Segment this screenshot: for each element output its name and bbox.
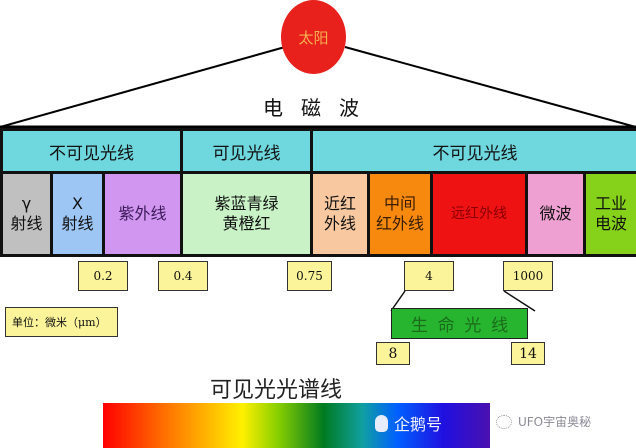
band-label: 中间 (383, 194, 416, 213)
life-ray-max: 14 (511, 342, 545, 365)
life-ray-char: 光 (464, 316, 482, 336)
diagram-title: 电磁波 (263, 96, 377, 120)
band-label: 工业 (594, 194, 627, 213)
life-ray-char: 生 (410, 316, 428, 336)
boundary-value: 0.75 (287, 261, 332, 291)
life-ray-char: 命 (437, 316, 455, 336)
watermark: 企鹅号 (375, 411, 442, 435)
band-label: 紫蓝青绿 (214, 194, 279, 213)
sun-circle: 太阳 (281, 0, 346, 74)
unit-label: 单位：微米（μm） (5, 307, 118, 337)
band-visible: 紫蓝青绿黄橙红 (180, 171, 313, 257)
band-near-infrared: 近红外线 (310, 171, 370, 257)
watermark-text: 企鹅号 (394, 415, 443, 434)
band-microwave: 微波 (525, 171, 586, 257)
category-visible: 可见光线 (180, 128, 313, 174)
spectrum-title: 可见光光谱线 (210, 378, 343, 403)
band-label: 射线 (10, 214, 43, 233)
penguin-icon (375, 414, 388, 432)
boundary-value: 1000 (503, 261, 553, 291)
boundary-value: 4 (404, 261, 454, 291)
band-industrial-radio: 工业电波 (583, 171, 636, 257)
band-label: 射线 (61, 214, 94, 233)
life-ray-min: 8 (376, 342, 410, 365)
band-ultraviolet: 紫外线 (102, 171, 183, 257)
life-ray-char: 线 (491, 316, 509, 336)
life-ray-box: 生 命 光 线 (391, 308, 528, 339)
band-label: γ (21, 194, 32, 213)
band-label: 远红外线 (451, 206, 507, 222)
band-label: 紫外线 (118, 204, 167, 223)
band-label: 黄橙红 (222, 214, 271, 233)
band-label: 近红 (323, 194, 356, 213)
life-ray-connectors (390, 290, 536, 312)
category-label: 不可见光线 (49, 143, 134, 164)
category-invisible-left: 不可见光线 (0, 128, 183, 174)
category-invisible-right: 不可见光线 (310, 128, 636, 174)
category-label: 不可见光线 (432, 143, 518, 164)
band-label: 红外线 (375, 214, 424, 233)
sun-label: 太阳 (298, 28, 329, 47)
category-label: 可见光线 (212, 143, 281, 164)
band-label: 微波 (539, 204, 572, 223)
wechat-icon (496, 414, 512, 429)
band-mid-infrared: 中间红外线 (367, 171, 433, 257)
band-far-infrared: 远红外线 (430, 171, 528, 257)
roof-lines (0, 46, 636, 129)
band-label: X (72, 194, 83, 213)
band-label: 电波 (594, 214, 627, 233)
band-label: 外线 (323, 214, 356, 233)
visible-spectrum-bar (103, 403, 490, 448)
boundary-value: 0.2 (78, 261, 128, 291)
watermark-source: UFO宇宙奥秘 (496, 413, 591, 430)
boundary-value: 0.4 (158, 261, 208, 291)
watermark-source-text: UFO宇宙奥秘 (518, 415, 592, 429)
